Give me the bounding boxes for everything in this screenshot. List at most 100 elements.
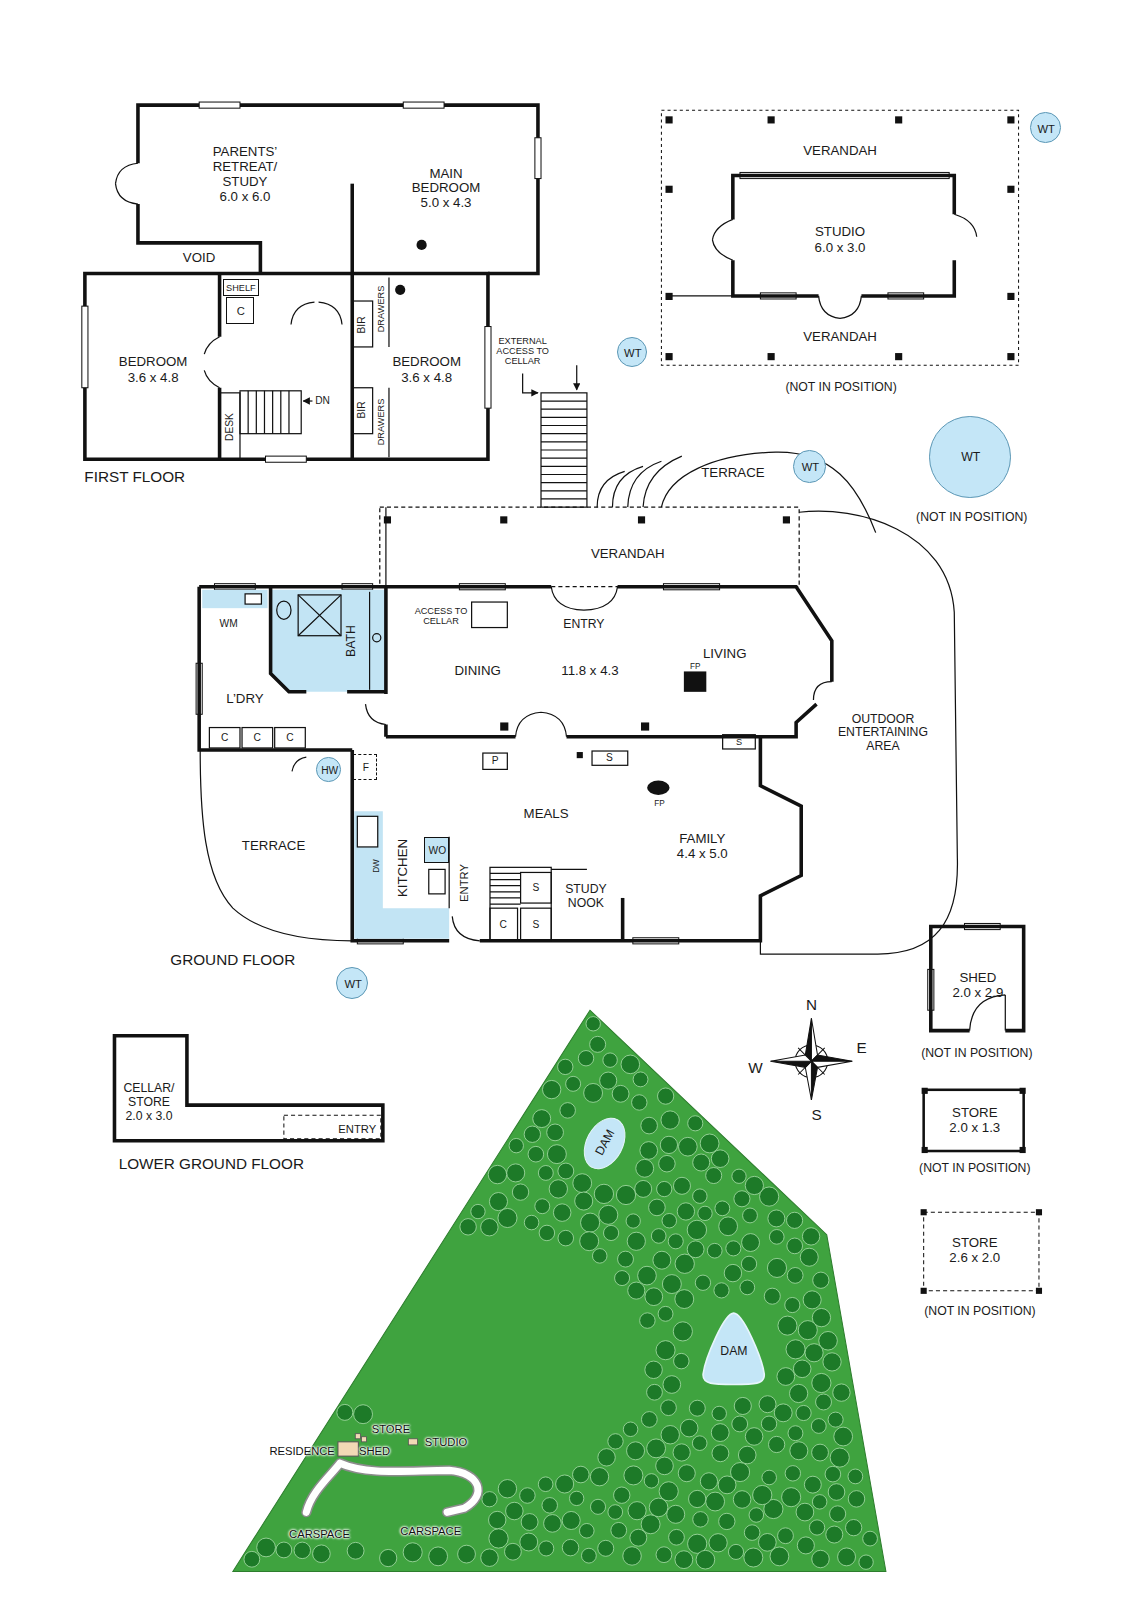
tree-symbol <box>689 1490 706 1507</box>
window <box>485 327 491 409</box>
outdoor-outline <box>380 507 799 587</box>
tree-symbol <box>825 1466 841 1482</box>
window <box>82 102 1000 1010</box>
studio-plan <box>733 176 954 296</box>
site-label: STORE <box>372 1423 410 1435</box>
room-label: MAIN BEDROOM <box>405 167 487 196</box>
room-label: DAM <box>720 1346 747 1359</box>
tree-symbol <box>805 1344 823 1362</box>
tree-symbol <box>538 1166 553 1181</box>
tree-symbol <box>712 1445 729 1462</box>
compass-rose <box>811 1055 852 1061</box>
verandah-post <box>768 116 775 123</box>
outbuildings <box>1036 1288 1042 1294</box>
tree-symbol <box>698 1206 712 1220</box>
tree-symbol <box>734 1191 750 1207</box>
tree-symbol <box>693 1154 710 1171</box>
tree-symbol <box>738 1446 756 1464</box>
tree-symbol <box>481 1218 498 1235</box>
room-label: HW <box>321 765 338 776</box>
tree-symbol <box>542 1080 560 1098</box>
verandah-area: VERANDAHVERANDAHSTUDIO6.0 x 3.0 <box>661 110 1018 365</box>
tree-symbol <box>785 1466 800 1481</box>
room-label: TERRACE <box>242 839 305 854</box>
tree-symbol <box>337 1404 353 1420</box>
ground-floor-fittings <box>292 757 306 771</box>
tree-symbol <box>661 1426 679 1444</box>
room-label: OUTDOOR ENTERTAINING AREA <box>826 713 940 753</box>
tree-symbol <box>669 1529 685 1545</box>
verandah-post <box>895 353 902 360</box>
tree-symbol <box>712 1406 726 1420</box>
fireplace-symbol <box>641 722 649 730</box>
room-label: FAMILY <box>679 832 725 847</box>
tree-symbol <box>786 1212 802 1228</box>
tree-symbol <box>658 1088 674 1104</box>
tree-symbol <box>715 1201 730 1216</box>
ground-floor-fittings <box>366 704 386 724</box>
tree-symbol <box>600 1072 617 1089</box>
closet-box: C <box>226 297 255 324</box>
fitting-label: FP <box>654 799 664 808</box>
tree-symbol <box>594 1184 613 1203</box>
ground-floor-fittings <box>369 592 370 690</box>
room: STORE2.6 x 2.0 <box>931 1225 1033 1274</box>
tree-symbol <box>680 1419 698 1437</box>
outbuildings <box>922 1088 928 1094</box>
verandah-post <box>1007 293 1014 300</box>
tree-symbol <box>581 1548 596 1563</box>
compass-letter: W <box>748 1059 762 1076</box>
fitting-label: FP <box>690 661 700 670</box>
tree-symbol <box>482 1492 497 1507</box>
tree-symbol <box>663 1376 681 1394</box>
ground-floor-fittings <box>452 916 480 940</box>
tree-symbol <box>728 1544 743 1559</box>
tree-symbol <box>618 1251 634 1267</box>
tree-symbol <box>788 1426 803 1441</box>
tree-symbol <box>695 1275 710 1290</box>
area-label: STUDY NOOK <box>560 883 611 910</box>
tree-symbol <box>645 1361 662 1378</box>
tree-symbol <box>709 1534 727 1552</box>
tree-symbol <box>812 1444 829 1461</box>
fitting-label: C <box>500 919 507 930</box>
tree-symbol <box>762 1470 777 1485</box>
ground-floor-fills <box>354 811 449 939</box>
site-label: CARSPACE <box>400 1525 461 1537</box>
room-label: F <box>363 762 369 773</box>
tree-symbol <box>688 1116 703 1131</box>
dam-outline <box>703 1313 764 1384</box>
water-tank: WT <box>336 967 369 1000</box>
tree-symbol <box>764 1288 780 1304</box>
stair-label: DN <box>315 396 330 407</box>
tree-symbol <box>628 1502 646 1520</box>
tree-symbol <box>675 1290 694 1309</box>
tree-symbol <box>692 1436 707 1451</box>
tree-symbol <box>616 1185 635 1204</box>
post-dot <box>395 285 405 295</box>
tree-symbol <box>623 1422 638 1437</box>
window <box>403 102 444 108</box>
ground-floor-fittings <box>357 816 377 847</box>
store-icon <box>355 1434 360 1439</box>
tree-symbol <box>578 1051 593 1066</box>
room: DINING11.8 x 4.3LIVING <box>429 641 776 682</box>
tree-symbol <box>599 1205 618 1224</box>
tree-symbol <box>787 1268 803 1284</box>
tree-symbol <box>673 1322 692 1341</box>
tree-symbol <box>726 1241 741 1256</box>
room: BATH <box>342 612 361 669</box>
compass-rose <box>805 1018 811 1061</box>
room-label: WT <box>1038 122 1055 134</box>
fitting-label: WM <box>220 618 238 629</box>
shed-icon <box>361 1437 366 1442</box>
verandah-post <box>666 186 673 193</box>
outdoor-outline <box>200 511 957 954</box>
fireplace-symbol <box>647 781 669 795</box>
tree-symbol <box>608 1434 623 1449</box>
tree-symbol <box>624 1466 643 1485</box>
tree-symbol <box>768 1210 785 1227</box>
tree-symbol <box>498 1480 516 1498</box>
fitting-label: DESK <box>224 413 235 441</box>
